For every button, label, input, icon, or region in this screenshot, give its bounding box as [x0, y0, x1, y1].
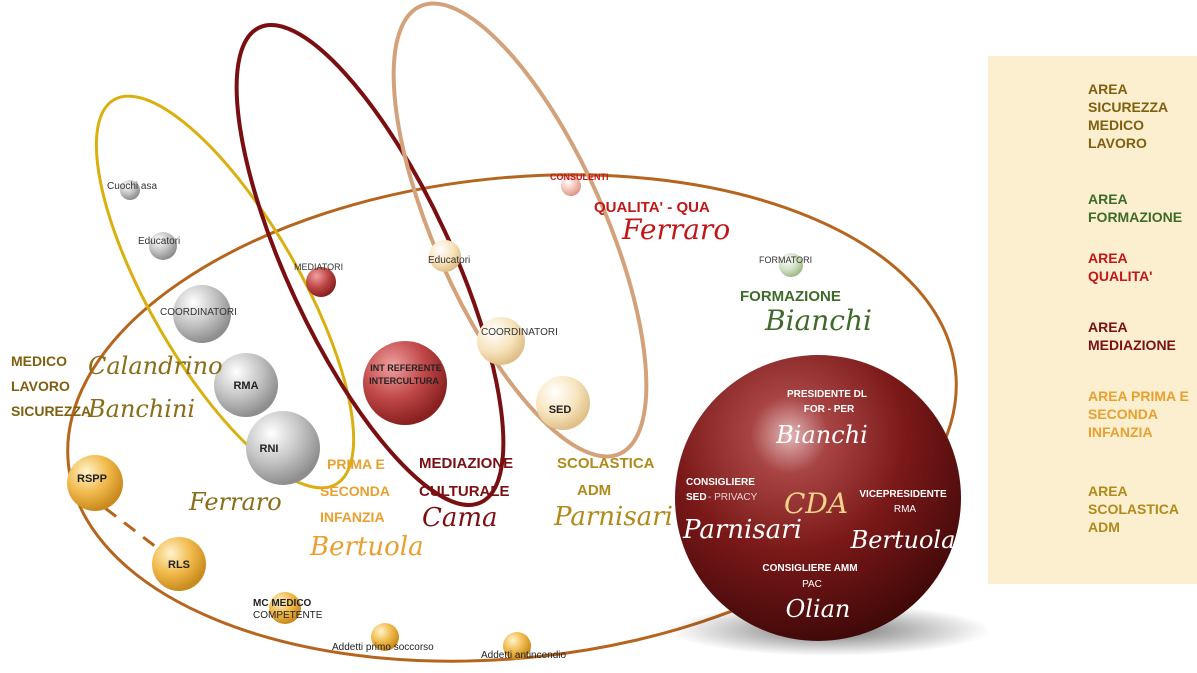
amm-name: Olian: [786, 595, 851, 623]
label-prima-1: PRIMA E: [327, 456, 385, 472]
presidente-line-2: FOR - PER: [804, 404, 855, 415]
legend-scolastica: AREA SCOLASTICA ADM: [1088, 483, 1179, 535]
name-calandrino: Calandrino: [88, 352, 223, 380]
node-rni: [246, 411, 320, 485]
presidente-name: Bianchi: [775, 421, 868, 449]
node-consulenti: [561, 176, 581, 196]
label-mc-2: COMPETENTE: [253, 610, 323, 621]
node-int-referente: [363, 341, 447, 425]
node-coordinatori-left: [173, 285, 231, 343]
label-int-referente-2: INTERCULTURA: [369, 376, 439, 386]
label-scolastica-1: SCOLASTICA: [557, 455, 655, 472]
label-primo-soccorso: Addetti primo soccorso: [332, 642, 434, 653]
label-rni: RNI: [260, 443, 279, 455]
label-coordinatori-mid: COORDINATORI: [481, 327, 558, 338]
label-coordinatori-left: COORDINATORI: [160, 307, 237, 318]
consigliere-line-1: CONSIGLIERE: [686, 477, 755, 488]
label-antincendio: Addetti antincendio: [481, 650, 567, 661]
vice-name: Bertuola: [850, 526, 956, 554]
label-rma: RMA: [233, 380, 258, 392]
label-medico-3: SICUREZZA: [11, 403, 91, 419]
consigliere-line-2: SED: [686, 492, 707, 503]
label-prima-2: SECONDA: [320, 483, 390, 499]
name-banchini: Banchini: [87, 395, 195, 423]
label-mediazione-2: CULTURALE: [419, 483, 510, 500]
label-rls: RLS: [168, 559, 190, 571]
amm-line-2: PAC: [802, 579, 822, 590]
consigliere-line-2b: - PRIVACY: [708, 492, 758, 503]
name-bertuola-bottom: Bertuola: [309, 532, 424, 562]
presidente-line-1: PRESIDENTE DL: [787, 389, 867, 400]
label-medico-1: MEDICO: [11, 353, 67, 369]
legend-panel: AREA SICUREZZA MEDICO LAVORO AREA FORMAZ…: [988, 56, 1197, 584]
label-educatori-mid: Educatori: [428, 255, 470, 266]
label-prima-3: INFANZIA: [320, 509, 385, 525]
node-rma: [214, 353, 278, 417]
label-mediazione-1: MEDIAZIONE: [419, 455, 513, 472]
vice-line-2: RMA: [894, 504, 917, 515]
label-scolastica-2: ADM: [577, 482, 611, 499]
name-cama: Cama: [422, 503, 498, 533]
legend-infanzia: AREA PRIMA E SECONDA INFANZIA: [1088, 388, 1189, 440]
infanzia-orbit: [94, 94, 356, 490]
consigliere-name: Parnisari: [682, 515, 802, 545]
label-rspp: RSPP: [77, 473, 107, 485]
node-mc-medico: [269, 592, 301, 624]
label-formatori: FORMATORI: [759, 255, 812, 265]
node-sed: [536, 376, 590, 430]
mediazione-orbit: [234, 23, 506, 507]
node-primo-soccorso: [371, 623, 399, 651]
label-int-referente-1: INT REFERENTE: [370, 363, 442, 373]
node-rspp: [67, 455, 123, 511]
label-mc-1: MC MEDICO: [253, 598, 312, 609]
node-cuochi-asa: [120, 180, 140, 200]
label-mediatori: MEDIATORI: [294, 262, 343, 272]
label-consulenti: CONSULENTI: [550, 172, 609, 182]
label-medico-2: LAVORO: [11, 378, 70, 394]
vice-line-1: VICEPRESIDENTE: [859, 489, 947, 500]
label-cuochi-asa: Cuochi asa: [107, 181, 157, 192]
legend-formazione: AREA FORMAZIONE: [1088, 191, 1183, 225]
node-educatori-left: [149, 232, 177, 260]
node-mediatori: [306, 267, 336, 297]
name-bianchi-right: Bianchi: [764, 304, 872, 337]
cda-sphere: [675, 355, 961, 641]
name-ferraro-left: Ferraro: [188, 488, 282, 516]
label-sed: SED: [549, 404, 572, 416]
legend-mediazione: AREA MEDIAZIONE: [1088, 319, 1176, 353]
name-ferraro-top: Ferraro: [621, 213, 730, 246]
legend-qualita: AREA QUALITA': [1088, 250, 1153, 284]
label-educatori-left: Educatori: [138, 236, 180, 247]
amm-line-1: CONSIGLIERE AMM: [762, 563, 857, 574]
node-formatori: [779, 253, 803, 277]
label-qualita-qua: QUALITA' - QUA: [594, 199, 710, 216]
node-antincendio: [503, 632, 531, 660]
rspp-rls-link: [104, 506, 161, 552]
label-formazione: FORMAZIONE: [740, 288, 841, 305]
node-educatori-mid: [429, 240, 461, 272]
main-orbit: [66, 173, 958, 663]
legend-sicurezza: AREA SICUREZZA MEDICO LAVORO: [1088, 81, 1169, 151]
node-coordinatori-mid: [477, 317, 525, 365]
node-rls: [152, 537, 206, 591]
name-parnisari-mid: Parnisari: [553, 502, 673, 532]
cda-label: CDA: [784, 487, 848, 520]
